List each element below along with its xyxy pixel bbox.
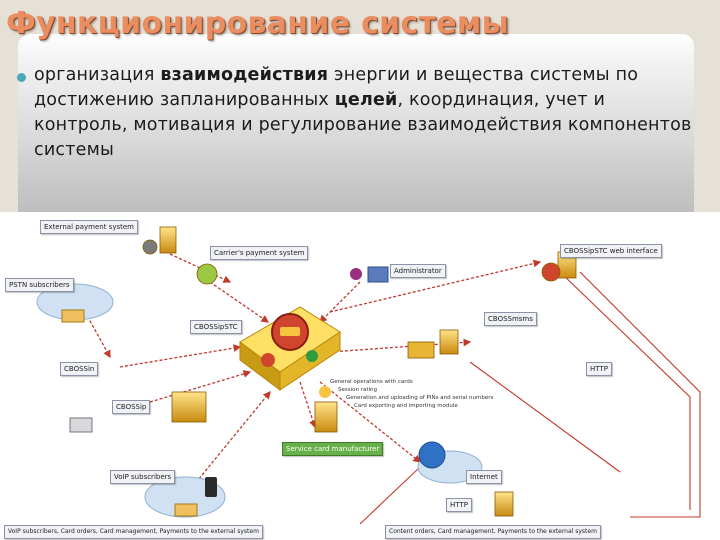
link-admin-to-hub (319, 281, 361, 323)
system-diagram: External payment system Carrier's paymen… (0, 212, 720, 540)
internet-globe-icon (418, 441, 446, 469)
label-cbossin: CBOSSin (60, 362, 99, 376)
loop-mid (469, 361, 621, 473)
manufacturer-person-icon (319, 386, 331, 398)
hub-user-2-icon (306, 350, 318, 362)
smsms-device-icon (407, 341, 435, 359)
link-cbossip-to-hub (149, 370, 252, 403)
label-web-interface: CBOSSipSTC web interface (560, 244, 662, 258)
pstn-phone-icon (61, 309, 85, 323)
external-payment-globe-icon (142, 239, 158, 255)
label-pstn-subscribers: PSTN subscribers (5, 278, 74, 292)
smsms-server-icon (439, 329, 459, 355)
external-payment-server-icon (159, 226, 177, 254)
slide-panel (18, 34, 694, 224)
admin-person-icon (350, 268, 362, 280)
label-http-1: HTTP (586, 362, 612, 376)
bullet-part-1: организация (34, 65, 161, 85)
label-cbossipstc: CBOSSipSTC (190, 320, 242, 334)
label-carrier-payment: Carrier's payment system (210, 246, 309, 260)
carrier-payment-coin-icon (196, 263, 218, 285)
link-carrier-to-hub (209, 281, 270, 323)
label-service-manufacturer: Service card manufacturer (282, 442, 384, 456)
link-hub-to-web (329, 259, 542, 313)
label-cbosssmsms: CBOSSmsms (484, 312, 537, 326)
voip-phone-icon (174, 503, 198, 517)
internet-server-icon (494, 491, 514, 517)
label-cbossip: CBOSSip (112, 400, 151, 414)
bullet-part-2: энергии и вещества системы по достижению… (34, 65, 639, 110)
label-bottom-left-bar: VoIP subscribers, Card orders, Card mana… (4, 525, 263, 539)
note-card-exporting: Card exporting and importing module (354, 403, 458, 409)
hub-user-1-icon (261, 353, 275, 367)
slide-title: Функционирование системы (6, 6, 510, 41)
link-hub-to-internet (319, 381, 422, 463)
cbossip-server-icon (171, 391, 207, 423)
note-session-rating: Session rating (338, 387, 378, 393)
link-hub-to-manufacturer (299, 381, 317, 429)
voip-mobile-icon (205, 477, 217, 497)
label-voip-subscribers: VoIP subscribers (110, 470, 176, 484)
label-http-2: HTTP (446, 498, 472, 512)
link-external-to-hub (169, 253, 232, 283)
loop-right-inner (559, 271, 691, 510)
bullet-dot (17, 73, 26, 82)
manufacturer-server-icon (314, 401, 338, 433)
link-pstn-to-cbossin (84, 311, 111, 359)
label-external-payment: External payment system (40, 220, 138, 234)
label-internet: Internet (466, 470, 502, 484)
server-icons (142, 226, 577, 517)
loop-right-outer (579, 271, 701, 518)
bullet-bold-goals: целей (334, 90, 398, 110)
diagram-graphics (36, 226, 701, 525)
user-icons (61, 266, 446, 517)
note-generation-uploading: Generation and uploading of PINs and ser… (346, 395, 494, 401)
bullet-bold-interaction: взаимодействия (160, 65, 329, 85)
bullet-part-3: , координация, учет и контроль, мотиваци… (34, 90, 692, 160)
cbossip-phone-icon (69, 417, 93, 433)
label-administrator: Administrator (390, 264, 446, 278)
note-general-operations: General operations with cards (330, 379, 413, 385)
web-interface-status-icon (541, 262, 561, 282)
hub-cbossipstc-icon (239, 306, 341, 391)
link-voip-to-hub (179, 390, 271, 503)
label-bottom-right-bar: Content orders, Card management, Payment… (385, 525, 601, 539)
link-cbossin-to-hub (119, 344, 242, 368)
bullet-text: организация взаимодействия энергии и вещ… (34, 63, 694, 163)
admin-monitor-icon (367, 266, 389, 283)
